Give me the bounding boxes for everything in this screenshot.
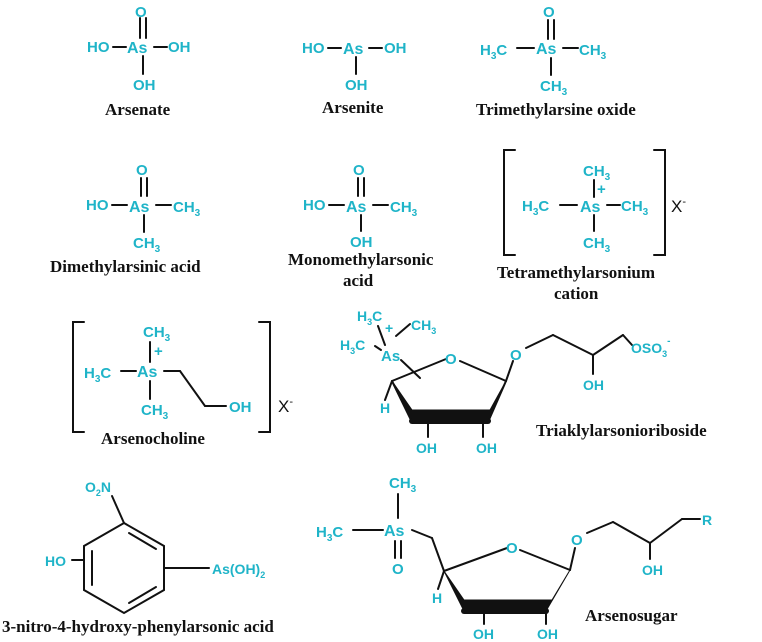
svg-text:CH3: CH3 xyxy=(143,324,171,344)
svg-text:HO: HO xyxy=(302,40,325,57)
nitro-phenylarsonic-label: 3-nitro-4-hydroxy-phenylarsonic acid xyxy=(2,617,274,636)
tetramethylarsonium-structure: CH3 + H3C As CH3 CH3 X- xyxy=(503,149,686,256)
arsenocholine-label: Arsenocholine xyxy=(101,429,205,448)
triaklylarsonioriboside-structure: H3C + CH3 H3C As O H OH OH O OH OSO3- xyxy=(340,308,670,456)
svg-text:As: As xyxy=(580,199,601,216)
svg-text:H3C: H3C xyxy=(340,337,365,356)
svg-text:CH3: CH3 xyxy=(583,235,611,255)
svg-text:OH: OH xyxy=(642,562,663,578)
svg-text:O: O xyxy=(392,561,404,578)
arsenite-label: Arsenite xyxy=(322,98,384,117)
svg-text:OH: OH xyxy=(384,40,407,57)
svg-text:O: O xyxy=(135,4,147,21)
svg-text:CH3: CH3 xyxy=(583,163,611,183)
svg-text:HO: HO xyxy=(45,553,66,569)
arsenate-label: Arsenate xyxy=(105,100,171,119)
svg-text:OH: OH xyxy=(537,626,558,642)
svg-text:CH3: CH3 xyxy=(390,199,418,219)
svg-text:OSO3-: OSO3- xyxy=(631,336,670,359)
svg-text:As: As xyxy=(536,41,557,58)
svg-text:H3C: H3C xyxy=(357,308,382,327)
svg-text:O: O xyxy=(510,347,522,364)
tmao-structure: O H3C As CH3 CH3 xyxy=(480,4,607,98)
svg-text:As: As xyxy=(127,40,148,57)
svg-text:O: O xyxy=(543,4,555,21)
svg-text:HO: HO xyxy=(87,39,110,56)
tetramethylarsonium-label-line2: cation xyxy=(554,284,599,303)
svg-text:As(OH)2: As(OH)2 xyxy=(212,561,265,580)
mma-structure: O HO As CH3 OH xyxy=(303,162,418,251)
svg-text:CH3: CH3 xyxy=(579,42,607,62)
svg-text:OH: OH xyxy=(350,234,373,251)
svg-text:H3C: H3C xyxy=(480,42,507,62)
svg-text:CH3: CH3 xyxy=(141,402,169,422)
svg-text:OH: OH xyxy=(473,626,494,642)
svg-text:CH3: CH3 xyxy=(411,317,436,336)
svg-text:O2N: O2N xyxy=(85,479,111,498)
svg-text:O: O xyxy=(506,540,518,557)
tetramethylarsonium-label-line1: Tetramethylarsonium xyxy=(497,263,655,282)
svg-text:As: As xyxy=(381,348,400,365)
svg-text:OH: OH xyxy=(168,39,191,56)
svg-text:CH3: CH3 xyxy=(540,78,568,98)
arsenite-structure: HO As OH OH xyxy=(302,40,407,94)
svg-text:OH: OH xyxy=(476,440,497,456)
svg-text:H: H xyxy=(380,400,390,416)
svg-text:R: R xyxy=(702,512,712,528)
mma-label-line2: acid xyxy=(343,271,374,290)
arsenocholine-structure: CH3 + H3C As OH CH3 X- xyxy=(72,321,293,433)
svg-text:OH: OH xyxy=(416,440,437,456)
mma-label-line1: Monomethylarsonic xyxy=(288,250,434,269)
svg-text:H3C: H3C xyxy=(84,365,111,385)
arsenate-structure: O HO As OH OH xyxy=(87,4,191,94)
dma-label: Dimethylarsinic acid xyxy=(50,257,201,276)
svg-text:+: + xyxy=(154,343,163,360)
svg-text:H: H xyxy=(432,590,442,606)
svg-text:CH3: CH3 xyxy=(389,475,417,495)
svg-text:As: As xyxy=(137,364,158,381)
svg-text:O: O xyxy=(571,532,583,549)
tmao-label: Trimethylarsine oxide xyxy=(476,100,636,119)
svg-text:O: O xyxy=(353,162,365,179)
svg-text:OH: OH xyxy=(133,77,156,94)
svg-text:O: O xyxy=(136,162,148,179)
svg-text:X-: X- xyxy=(671,196,686,216)
svg-text:OH: OH xyxy=(229,399,252,416)
svg-text:As: As xyxy=(129,199,150,216)
arsenosugar-label: Arsenosugar xyxy=(585,606,678,625)
svg-text:OH: OH xyxy=(345,77,368,94)
svg-text:X-: X- xyxy=(278,396,293,416)
svg-text:CH3: CH3 xyxy=(133,235,161,255)
dma-structure: O HO As CH3 CH3 xyxy=(86,162,201,255)
nitro-phenylarsonic-structure: O2N HO As(OH)2 xyxy=(45,479,265,615)
svg-text:HO: HO xyxy=(303,197,326,214)
svg-text:O: O xyxy=(445,351,457,368)
svg-text:+: + xyxy=(385,320,393,336)
svg-text:As: As xyxy=(384,523,405,540)
svg-text:HO: HO xyxy=(86,197,109,214)
svg-text:As: As xyxy=(343,41,364,58)
svg-text:CH3: CH3 xyxy=(173,199,201,219)
svg-text:OH: OH xyxy=(583,377,604,393)
svg-text:H3C: H3C xyxy=(522,198,549,218)
svg-text:CH3: CH3 xyxy=(621,198,649,218)
triaklylarsonioriboside-label: Triaklylarsonioriboside xyxy=(536,421,707,440)
svg-text:H3C: H3C xyxy=(316,524,343,544)
svg-text:+: + xyxy=(597,181,606,198)
svg-text:As: As xyxy=(346,199,367,216)
arsenosugar-structure: CH3 H3C As O O H OH OH O R OH xyxy=(316,475,712,642)
